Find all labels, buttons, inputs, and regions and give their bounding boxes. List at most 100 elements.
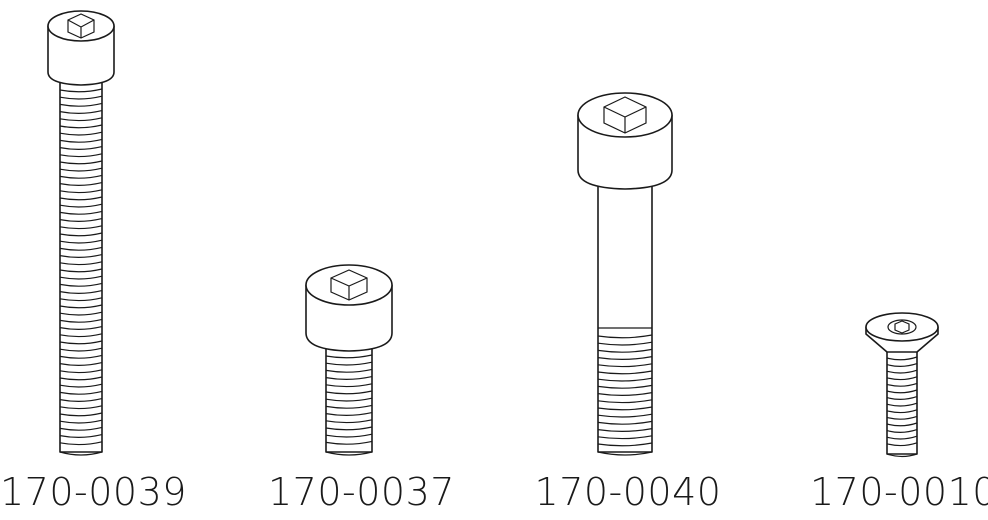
thread-line bbox=[59, 268, 103, 273]
screw-170-0037 bbox=[305, 264, 393, 456]
thread-line bbox=[325, 412, 373, 416]
hex-socket-icon bbox=[67, 13, 95, 39]
thread-line bbox=[597, 384, 653, 389]
thread-line bbox=[325, 354, 373, 359]
thread-line bbox=[59, 196, 103, 201]
thread-line bbox=[59, 232, 103, 237]
thread-line bbox=[59, 182, 103, 186]
thread-line bbox=[325, 426, 373, 431]
thread-line bbox=[59, 261, 103, 266]
thread-line bbox=[325, 397, 373, 402]
thread-line bbox=[59, 362, 103, 366]
thread-line bbox=[59, 138, 103, 143]
thread-line bbox=[59, 290, 103, 294]
thread-line bbox=[59, 167, 103, 172]
thread-line bbox=[59, 95, 103, 100]
hex-socket-icon bbox=[330, 269, 368, 301]
thread-line bbox=[59, 347, 103, 352]
thread-line bbox=[59, 311, 103, 316]
thread-line bbox=[59, 246, 103, 251]
thread-line bbox=[597, 348, 653, 353]
thread-line bbox=[597, 356, 653, 360]
screw-170-0039 bbox=[47, 10, 115, 456]
thread-line bbox=[886, 369, 918, 374]
thread-line bbox=[59, 304, 103, 309]
thread-line bbox=[59, 333, 103, 338]
thread-line bbox=[597, 442, 653, 447]
thread-line bbox=[59, 160, 103, 165]
thread-line bbox=[597, 428, 653, 432]
thread-line bbox=[59, 390, 103, 395]
thread-line bbox=[59, 203, 103, 208]
thread-line bbox=[886, 382, 918, 387]
thread-line bbox=[59, 419, 103, 424]
screw-170-0040 bbox=[577, 92, 673, 456]
thread-line bbox=[597, 377, 653, 382]
thread-line bbox=[59, 210, 103, 215]
thread-line bbox=[59, 383, 103, 388]
screw-170-0010 bbox=[865, 312, 939, 458]
thread-line bbox=[886, 363, 918, 367]
threaded-shank bbox=[325, 347, 373, 456]
thread-line bbox=[59, 297, 103, 302]
thread-line bbox=[325, 433, 373, 438]
thread-line bbox=[59, 441, 103, 446]
thread-line bbox=[886, 402, 918, 407]
thread-line bbox=[597, 341, 653, 346]
thread-line bbox=[325, 368, 373, 373]
thread-line bbox=[597, 334, 653, 339]
thread-line bbox=[886, 435, 918, 440]
thread-line bbox=[325, 419, 373, 424]
socket-cap-head bbox=[305, 264, 393, 352]
thread-line bbox=[886, 415, 918, 420]
thread-line bbox=[59, 254, 103, 258]
thread-line bbox=[59, 146, 103, 150]
thread-line bbox=[325, 383, 373, 388]
thread-line bbox=[59, 369, 103, 374]
thread-line bbox=[597, 420, 653, 425]
thread-line bbox=[59, 326, 103, 330]
thread-line bbox=[886, 396, 918, 400]
thread-line bbox=[597, 406, 653, 411]
thread-line bbox=[59, 275, 103, 280]
thread-line bbox=[886, 429, 918, 433]
thread-line bbox=[59, 124, 103, 129]
thread-line bbox=[886, 376, 918, 381]
thread-line bbox=[59, 426, 103, 431]
thread-line bbox=[59, 340, 103, 345]
countersunk-head bbox=[865, 312, 939, 353]
thread-line bbox=[325, 404, 373, 409]
thread-line bbox=[886, 409, 918, 414]
hex-socket-icon bbox=[603, 96, 647, 134]
part-number-label: 170-0037 bbox=[268, 470, 455, 514]
thread-line bbox=[597, 435, 653, 440]
thread-line bbox=[325, 376, 373, 380]
thread-line bbox=[886, 422, 918, 427]
threaded-shank bbox=[886, 349, 918, 458]
thread-line bbox=[886, 356, 918, 361]
thread-line bbox=[597, 370, 653, 375]
part-number-label: 170-0040 bbox=[534, 470, 722, 514]
thread-line bbox=[59, 153, 103, 158]
threaded-shank bbox=[59, 79, 103, 456]
thread-line bbox=[325, 361, 373, 366]
thread-line bbox=[59, 318, 103, 323]
thread-line bbox=[59, 88, 103, 93]
thread-line bbox=[59, 225, 103, 230]
thread-line bbox=[59, 239, 103, 244]
thread-line bbox=[325, 440, 373, 445]
thread-line bbox=[59, 189, 103, 194]
part-number-label: 170-0039 bbox=[0, 470, 187, 514]
thread-line bbox=[59, 131, 103, 136]
part-number-label: 170-0010 bbox=[810, 470, 988, 514]
thread-line bbox=[886, 442, 918, 447]
thread-line bbox=[59, 218, 103, 222]
thread-line bbox=[59, 282, 103, 287]
thread-line bbox=[59, 412, 103, 417]
thread-line bbox=[59, 434, 103, 438]
thread-line bbox=[59, 376, 103, 381]
thread-line bbox=[59, 398, 103, 402]
thread-line bbox=[597, 392, 653, 396]
thread-line bbox=[59, 102, 103, 107]
